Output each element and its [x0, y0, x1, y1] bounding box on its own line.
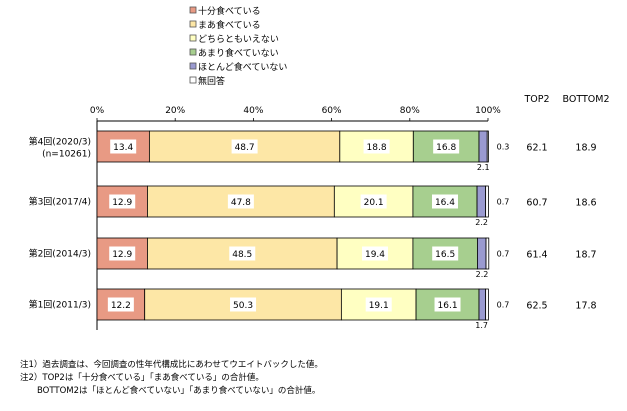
bar-segment	[485, 237, 490, 270]
footnote-1: 注1）過去調査は、今回調査の性年代構成比にあわせてウエイトバックした値。	[20, 360, 323, 370]
footnote-2: 注2）TOP2は「十分食べている」「まあ食べている」の合計値。	[20, 373, 264, 383]
legend-label: 十分食べている	[198, 5, 261, 17]
legend-label: どちらともいえない	[198, 34, 279, 45]
bar-segment	[477, 237, 487, 270]
data-label: 12.2	[111, 301, 131, 311]
x-tick-label: 40%	[243, 106, 263, 116]
data-label-box	[434, 297, 461, 312]
data-label-box	[432, 246, 459, 261]
data-label: 1.7	[475, 321, 488, 330]
data-label: 48.7	[235, 143, 255, 153]
bar-segment	[478, 130, 488, 163]
legend-swatch	[189, 48, 197, 56]
legend-label: 無回答	[198, 75, 225, 87]
legend-swatch	[189, 76, 197, 84]
category-sublabel: (n=10261)	[42, 150, 91, 160]
summary-value: 17.8	[575, 301, 596, 312]
legend-swatch	[189, 62, 197, 70]
data-label-box	[230, 297, 257, 312]
summary-header: BOTTOM2	[563, 94, 610, 105]
data-label: 0.7	[497, 250, 510, 259]
legend-swatch	[189, 6, 197, 14]
x-tick-label: 80%	[400, 106, 420, 116]
category-label: 第3回(2017/4)	[29, 196, 91, 208]
category-label: 第1回(2011/3)	[29, 299, 91, 311]
footnote-3: BOTTOM2は「ほとんど食べていない」「あまり食べていない」の合計値。	[37, 386, 321, 396]
data-label: 12.9	[112, 198, 132, 208]
summary-value: 18.6	[575, 198, 596, 209]
legend-swatch	[189, 34, 197, 42]
summary-value: 60.7	[526, 198, 547, 209]
data-label-box	[362, 246, 389, 261]
summary-value: 62.1	[526, 143, 547, 154]
data-label: 2.2	[476, 270, 489, 279]
x-tick-label: 100%	[475, 106, 501, 116]
data-label-box	[365, 297, 392, 312]
data-label: 16.5	[435, 250, 455, 260]
data-label-box	[431, 194, 458, 209]
x-tick-label: 0%	[90, 106, 105, 116]
data-label-box	[109, 246, 136, 261]
data-label: 16.8	[436, 143, 456, 153]
data-label: 19.4	[365, 250, 385, 260]
data-label: 48.5	[232, 250, 252, 260]
data-label-box	[231, 139, 258, 154]
data-label: 2.1	[477, 163, 490, 172]
data-label-box	[227, 194, 254, 209]
data-label: 0.3	[497, 143, 510, 152]
data-label-box	[360, 194, 387, 209]
summary-value: 61.4	[526, 250, 547, 261]
data-label: 0.7	[497, 198, 510, 207]
data-label: 13.4	[113, 143, 133, 153]
summary-header: TOP2	[523, 94, 549, 105]
legend-label: あまり食べていない	[198, 47, 279, 59]
data-label-box	[107, 297, 134, 312]
x-tick-label: 20%	[165, 106, 185, 116]
chart-legend: 十分食べているまあ食べているどちらともいえないあまり食べていないほとんど食べてい…	[189, 5, 287, 87]
bar-series: 第4回(2020/3) (n=10261) 13.4 48.7 18.8 16.8 2.1 0…	[29, 130, 510, 330]
data-label: 16.4	[435, 198, 455, 208]
bar-segment	[486, 130, 489, 163]
data-label: 0.7	[497, 301, 510, 310]
data-label: 12.9	[112, 250, 132, 260]
data-label-box	[110, 139, 137, 154]
legend-label: まあ食べている	[198, 19, 261, 31]
data-label: 2.2	[475, 218, 488, 227]
bar-segment	[485, 185, 489, 218]
bar-segment	[485, 288, 489, 321]
data-label: 16.1	[438, 301, 458, 311]
summary-value: 62.5	[526, 301, 547, 312]
data-label-box	[433, 139, 460, 154]
data-label-box	[109, 194, 136, 209]
bar-segment	[478, 288, 487, 321]
category-label: 第2回(2014/3)	[29, 248, 91, 260]
summary-value: 18.7	[575, 250, 596, 261]
data-label: 47.8	[231, 198, 251, 208]
bar-segment	[476, 185, 487, 218]
x-tick-label: 60%	[322, 106, 342, 116]
summary-columns: TOP2 BOTTOM2 62.1 18.9 60.7 18.6 61.4 18.7 62.5 1…	[523, 94, 609, 312]
data-label: 19.1	[369, 301, 389, 311]
data-label: 50.3	[233, 301, 253, 311]
summary-value: 18.9	[575, 143, 596, 154]
legend-label: ほとんど食べていない	[198, 61, 287, 73]
data-label: 20.1	[364, 198, 384, 208]
data-label-box	[229, 246, 256, 261]
category-label: 第4回(2020/3)	[29, 136, 91, 148]
data-label: 18.8	[367, 143, 387, 153]
data-label-box	[363, 139, 390, 154]
legend-swatch	[189, 20, 197, 28]
